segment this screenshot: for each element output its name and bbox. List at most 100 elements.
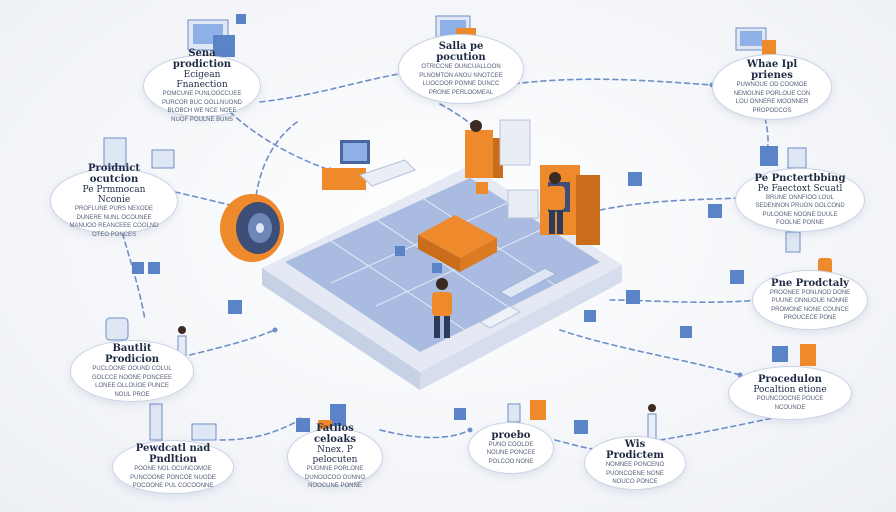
node-body-line: PUUNE ONNUOUE NONNE: [771, 298, 849, 304]
worker-icon: [468, 120, 486, 156]
monitor-icon: [735, 27, 776, 58]
connector-line: [219, 419, 301, 441]
node-body-line: NCOUNOE: [774, 404, 806, 411]
node-body-line: PULOONE NOONE DUULE: [762, 211, 838, 218]
node-body-line: BRUNE ONNFIOO LOUL: [765, 194, 834, 201]
info-node: Pe Pnctertbbing Pe Faectoxt Scuatl BRUNE…: [735, 168, 865, 232]
info-node: Wis Prodictem NOMNEE PONCENO PUONCOENE N…: [584, 436, 686, 490]
info-node: Salla pe pocution OTRICCNE OUNCUALLOON P…: [398, 34, 524, 104]
node-body-line: POLCOO NONE: [488, 458, 534, 465]
node-body-line: PURCOR BUC OOLLNUOND: [161, 99, 242, 106]
node-body-line: OTEO PONCES: [91, 231, 136, 238]
worker-icon: [547, 172, 565, 234]
cube-icon: [236, 14, 246, 24]
node-body-line: LONEE OLLOUOE PUNCE: [95, 383, 169, 389]
turbine-icon: [220, 194, 284, 262]
node-body-line: PRONE PERLOOMEAL: [428, 89, 494, 96]
node-title: Salla pe pocution: [436, 41, 486, 63]
info-node: Pne Prodctaly PROONEE PONLNOD DONE PUUNE…: [752, 270, 868, 330]
monitor-icon: [507, 400, 546, 423]
node-subtitle: Pe Prmmocan Nconie: [82, 185, 146, 205]
worker-icon: [432, 278, 452, 338]
node-body-line: BLOBCH WE NCE NOEE: [167, 108, 237, 114]
node-subtitle: Ecigean Fnanection: [176, 70, 228, 90]
node-body-line: PROFLUNE PURS NEXODE: [74, 206, 153, 212]
node-body-line: NOMNEE PONCENO: [605, 462, 665, 469]
info-node: Bautlit Prodicion PUCLOONE OOUND COLUL G…: [70, 340, 194, 402]
node-title: Pne Prodctaly: [771, 277, 849, 289]
info-node: Pewdcatl nad Pndltion POONE NOL OCUNCOMO…: [112, 440, 234, 494]
node-body-line: POMCUNE PUNLOOCCUEE: [162, 91, 242, 97]
node-body-line: OTRICCNE OUNCUALLOON: [421, 64, 501, 70]
node-title: Pewdcatl nad Pndltion: [135, 443, 211, 466]
node-subtitle: Pe Faectoxt Scuatl: [757, 183, 843, 194]
connector-line: [189, 329, 276, 356]
node-body-line: PROPODCOS: [752, 107, 792, 114]
worker-icon: [647, 404, 657, 441]
node-title: Procedulon: [758, 374, 822, 385]
server-rack-icon: [103, 137, 175, 169]
node-body-line: PUNO COOLOE: [488, 441, 534, 448]
info-node: Proidnict ocutcion Pe Prmmocan Nconie PR…: [50, 163, 178, 238]
connector-line: [119, 224, 146, 321]
node-title: proebo: [491, 429, 531, 441]
info-node: proebo PUNO COOLOE NOUNE PONCEE POLCOO N…: [468, 422, 554, 474]
node-title: Fatilos celoaks: [314, 423, 356, 446]
node-subtitle: Pocaltion etione: [753, 385, 827, 395]
node-title: Bautlit Prodicion: [104, 343, 160, 365]
connector-line: [504, 78, 713, 86]
node-body-line: NOOCUNE PONNE: [308, 483, 362, 490]
node-body-line: DUNOOCOO OUNNO: [305, 474, 365, 481]
info-node: Fatilos celoaks Nnex. P pelocuten PUONNE…: [287, 423, 383, 489]
node-body-line: POCOONE PUL COCOONNE: [132, 483, 214, 490]
monitor-icon: [322, 140, 370, 190]
node-body-line: LUOCOOR PONNE DUNCC: [422, 81, 500, 87]
cube-icon: [476, 182, 488, 194]
connector-line: [379, 429, 471, 439]
node-title: Pe Pnctertbbing: [754, 172, 846, 184]
node-body-line: DUNERE NUNL OCOUNEE: [76, 214, 152, 221]
connector-line: [559, 329, 741, 376]
node-body-line: PUWNOUE OD COOMOE: [736, 82, 808, 88]
node-subtitle: Nnex. P pelocuten: [312, 445, 358, 466]
connector-line: [229, 111, 331, 171]
monitor-icon: [105, 317, 129, 341]
info-node: Sena prodiction Ecigean Fnanection POMCU…: [143, 48, 261, 123]
info-node: Procedulon Pocaltion etione POUNCOOCNE P…: [728, 366, 852, 420]
cube-icon: [132, 172, 744, 434]
server-rack-icon: [149, 403, 217, 441]
node-body-line: PROUCECE PONE: [783, 315, 837, 321]
node-title: Wis Prodictem: [606, 439, 664, 462]
node-body-line: PUONNE PORLONE: [306, 466, 364, 473]
node-body-line: PLNOMTON ANOU NNOTCEE: [419, 72, 503, 79]
monitor-icon: [785, 231, 801, 253]
info-node: Whae Ipl prienes PUWNOUE OD COOMOE NEMOU…: [712, 54, 832, 120]
node-body-line: SEDENNON PRUON GOLCOND: [755, 203, 845, 209]
node-title: Sena prodiction: [172, 48, 232, 70]
cube-icon: [800, 344, 816, 366]
server-rack-icon: [760, 146, 807, 169]
node-title: Whae Ipl prienes: [746, 59, 798, 81]
node-body-line: NOUL PROE: [114, 391, 150, 398]
node-body-line: PUCLOONE OOUND COLUL: [92, 366, 172, 372]
node-body-line: POONE NOL OCUNCOMOE: [134, 466, 212, 473]
node-body-line: GOLCCE NOONE PONCEEE: [91, 374, 172, 381]
cube-icon: [432, 263, 442, 273]
node-body-line: NOUCO PONCE: [612, 479, 658, 486]
cube-icon: [772, 346, 788, 362]
node-body-line: LOU ONNERE MOONNER: [735, 99, 809, 105]
monitor-icon: [187, 19, 235, 57]
cube-icon: [395, 246, 405, 256]
node-body-line: PROONEE PONLNOD DONE: [769, 289, 851, 296]
node-body-line: PUNCOONE PONCOE NUODE: [130, 474, 216, 481]
node-body-line: NOUNE PONCEE: [486, 450, 536, 457]
connector-line: [259, 71, 411, 103]
node-body-line: PROMONE NONE COUNCE: [771, 306, 849, 313]
node-body-line: POUNCOOCNE POUCE: [756, 396, 824, 402]
node-body-line: MANUOO REANCEEE COOLND: [69, 223, 159, 229]
node-body-line: PUONCOENE NONE: [606, 470, 664, 477]
node-body-line: NEMOUNE PORLOUE CON: [733, 90, 811, 97]
connector-line: [609, 299, 761, 304]
